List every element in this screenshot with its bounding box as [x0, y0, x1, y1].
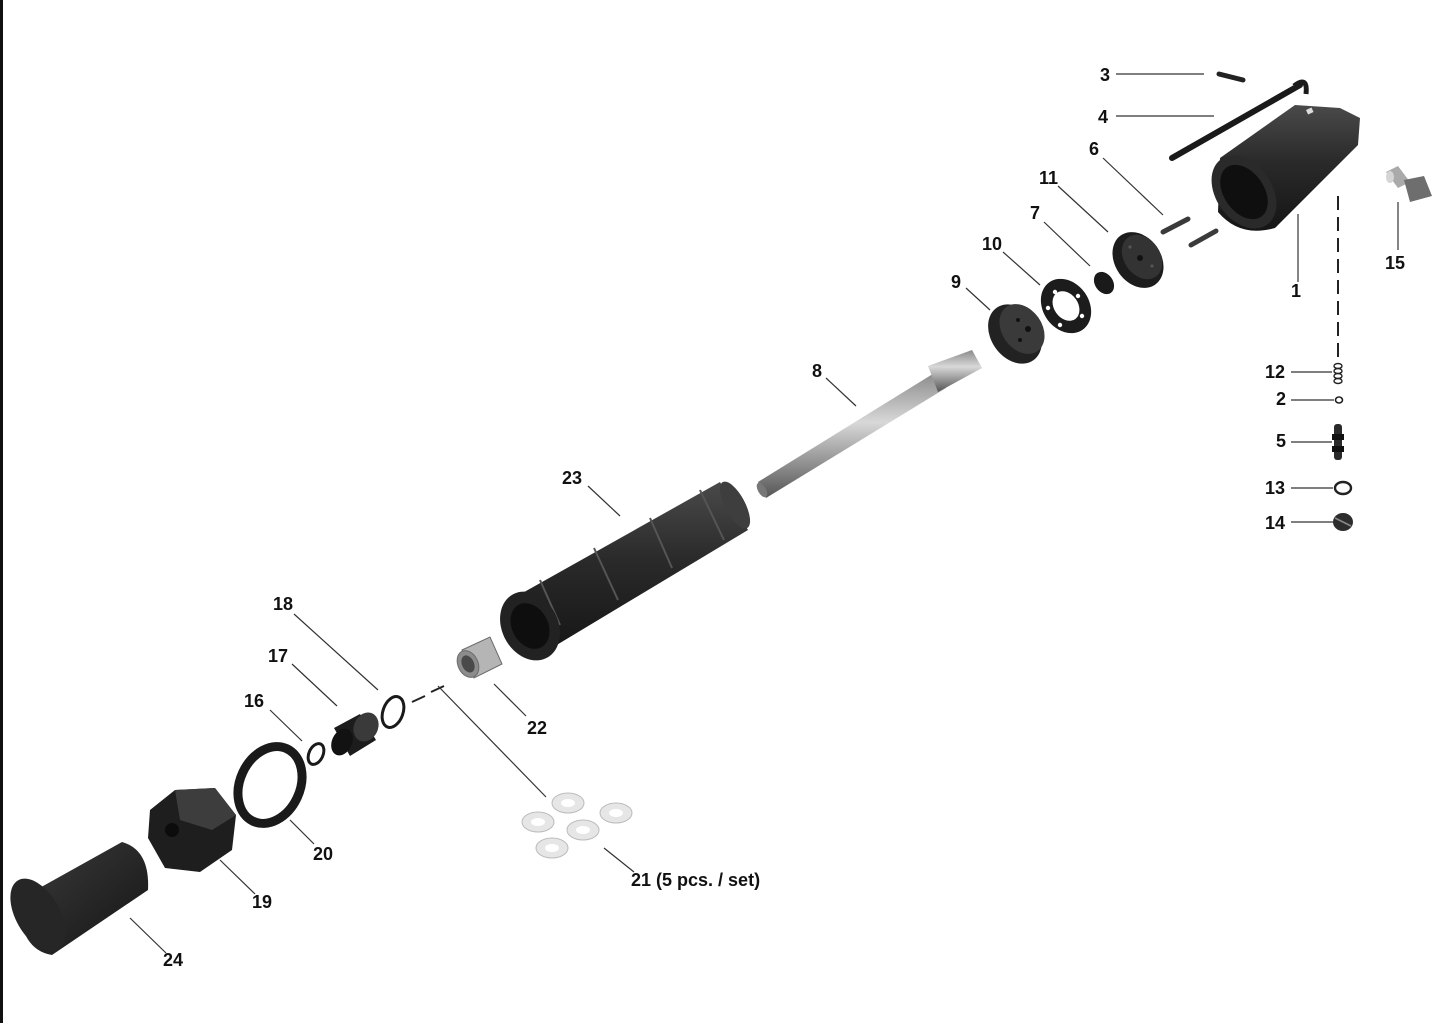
callout-5: 5	[1276, 431, 1286, 451]
part-13-o-ring	[1333, 480, 1353, 496]
callout-22: 22	[527, 718, 547, 738]
part-1-head-housing	[1211, 105, 1360, 231]
callout-8: 8	[812, 361, 822, 381]
part-19-hex-nut	[148, 788, 236, 872]
callout-18: 18	[273, 594, 293, 614]
part-7-seal	[1093, 271, 1115, 295]
part-10-flange	[1040, 278, 1092, 334]
callout-12: 12	[1265, 362, 1285, 382]
part-3-pin	[1216, 71, 1246, 83]
callout-2: 2	[1276, 389, 1286, 409]
part-8-rod	[756, 350, 982, 498]
callout-23: 23	[562, 468, 582, 488]
part-9-piston-disc	[988, 304, 1045, 364]
part-17-collet	[331, 712, 379, 756]
callout-4: 4	[1098, 107, 1108, 127]
callout-14: 14	[1265, 513, 1285, 533]
part-22-bushing	[456, 636, 503, 679]
callout-9: 9	[951, 272, 961, 292]
callout-labels: 3 4 6 11 7 10 9 8 23 1 15 12 2 5 13 14 1…	[163, 65, 1405, 970]
part-12-spring	[1333, 362, 1343, 385]
part-24-end-cap	[10, 842, 149, 955]
callout-6: 6	[1089, 139, 1099, 159]
part-15-fitting	[1386, 166, 1432, 202]
callout-15: 15	[1385, 253, 1405, 273]
part-20-ring	[233, 742, 307, 828]
callout-21: 21 (5 pcs. / set)	[631, 870, 760, 890]
part-4-lever-pin	[1169, 79, 1309, 161]
assembly-axis-dashes	[411, 685, 445, 703]
part-2-ball	[1334, 396, 1344, 404]
part-21-washer-set	[521, 792, 633, 859]
part-14-plug	[1333, 513, 1353, 531]
callout-13: 13	[1265, 478, 1285, 498]
part-18-o-ring	[380, 695, 406, 729]
part-5-valve-stem	[1332, 424, 1344, 460]
callout-7: 7	[1030, 203, 1040, 223]
callout-3: 3	[1100, 65, 1110, 85]
callout-1: 1	[1291, 281, 1301, 301]
part-16-o-ring	[306, 742, 326, 766]
leader-lines	[129, 73, 1399, 954]
callout-19: 19	[252, 892, 272, 912]
part-6-pins	[1160, 216, 1219, 248]
callout-20: 20	[313, 844, 333, 864]
part-23-cylinder-body	[500, 481, 751, 661]
callout-17: 17	[268, 646, 288, 666]
callout-16: 16	[244, 691, 264, 711]
callout-11: 11	[1039, 168, 1058, 188]
part-11-valve-plate	[1112, 232, 1164, 288]
callout-24: 24	[163, 950, 183, 970]
callout-10: 10	[982, 234, 1002, 254]
